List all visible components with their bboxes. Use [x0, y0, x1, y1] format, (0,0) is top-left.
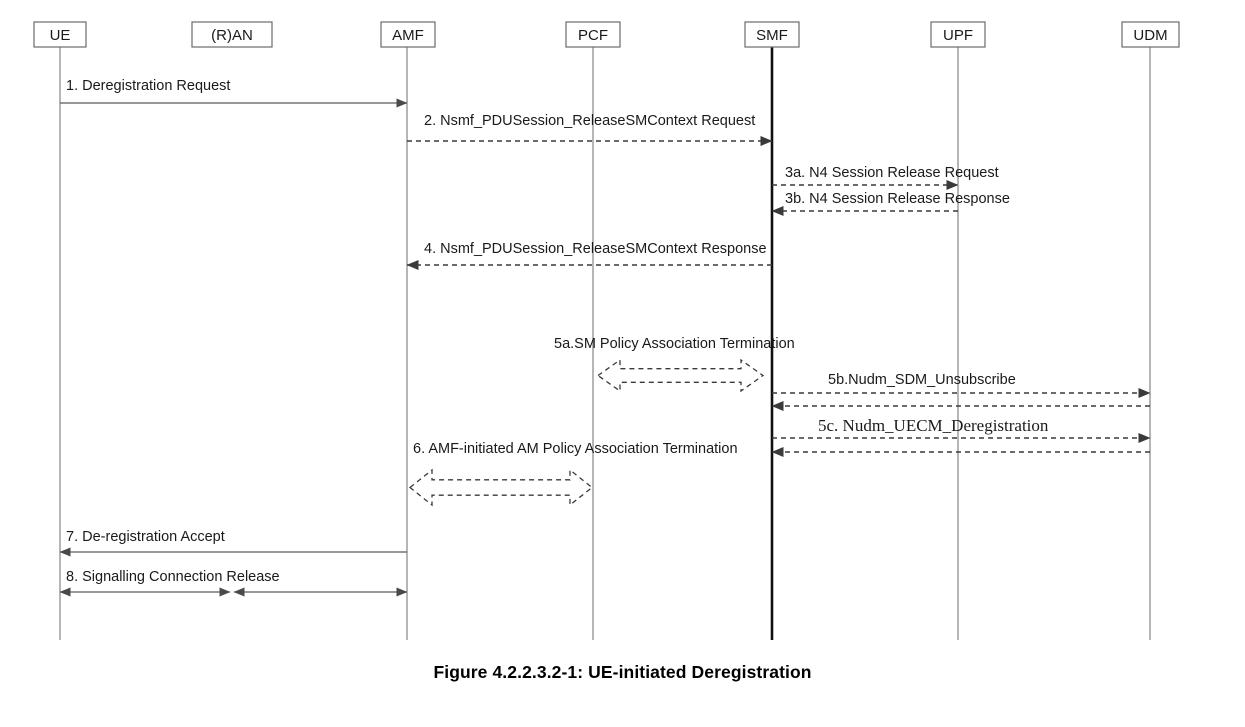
actor-label-udm: UDM	[1133, 27, 1167, 44]
actor-boxes-group: UE (R)AN AMF PCF SMF UPF UDM	[33, 21, 1180, 48]
message-label-m5c: 5c. Nudm_UECM_Deregistration	[818, 416, 1049, 435]
message-label-m4: 4. Nsmf_PDUSession_ReleaseSMContext Resp…	[424, 241, 767, 257]
message-m5b[interactable]	[771, 388, 1151, 411]
actor-label-upf: UPF	[943, 27, 973, 44]
actor-label-pcf: PCF	[578, 27, 608, 44]
actor-label-smf: SMF	[756, 27, 788, 44]
hollow-double-arrow	[408, 468, 594, 507]
message-m5a[interactable]	[596, 358, 765, 393]
message-label-m3b: 3b. N4 Session Release Response	[785, 191, 1010, 207]
hollow-double-arrow	[596, 358, 765, 393]
message-label-m5b: 5b.Nudm_SDM_Unsubscribe	[828, 372, 1016, 388]
actor-box-udm[interactable]: UDM	[1121, 21, 1180, 48]
actor-box-ue[interactable]: UE	[33, 21, 87, 48]
message-label-m1: 1. Deregistration Request	[66, 78, 230, 94]
actor-label-amf: AMF	[392, 27, 424, 44]
messages-group	[59, 98, 1151, 597]
actor-box-upf[interactable]: UPF	[930, 21, 986, 48]
message-label-m6: 6. AMF-initiated AM Policy Association T…	[413, 441, 738, 457]
message-labels-group: 1. Deregistration Request 2. Nsmf_PDUSess…	[66, 78, 1049, 585]
actor-box-amf[interactable]: AMF	[380, 21, 436, 48]
message-label-m5a: 5a.SM Policy Association Termination	[554, 336, 795, 352]
actor-box-pcf[interactable]: PCF	[565, 21, 621, 48]
actor-label-ran: (R)AN	[211, 27, 253, 44]
message-m6[interactable]	[408, 468, 594, 507]
actor-box-smf[interactable]: SMF	[744, 21, 800, 48]
message-label-m8: 8. Signalling Connection Release	[66, 569, 280, 585]
message-label-m7: 7. De-registration Accept	[66, 529, 225, 545]
message-label-m3a: 3a. N4 Session Release Request	[785, 165, 999, 181]
figure-caption: Figure 4.2.2.3.2-1: UE-initiated Deregis…	[433, 662, 812, 682]
message-label-m2: 2. Nsmf_PDUSession_ReleaseSMContext Requ…	[424, 113, 755, 129]
actor-box-ran[interactable]: (R)AN	[191, 21, 273, 48]
actor-label-ue: UE	[50, 27, 71, 44]
message-m5c[interactable]	[771, 433, 1151, 457]
